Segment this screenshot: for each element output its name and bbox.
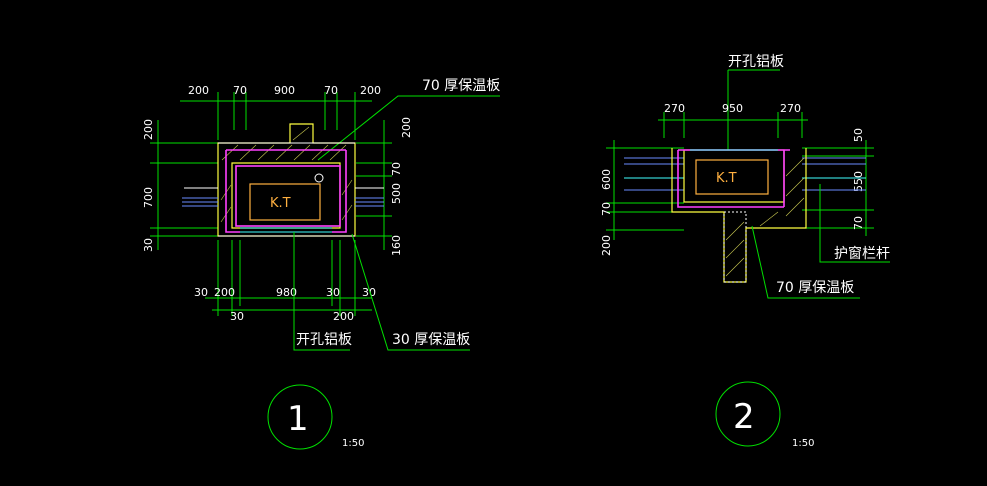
d1-bottom-dim-1: 30 [194, 286, 208, 299]
d2-left-dim-1: 600 [600, 169, 613, 190]
d2-note-70-insulation: 70 厚保温板 [776, 280, 854, 296]
detail-2-wall-outline [671, 148, 807, 283]
d1-note-70-insulation: 70 厚保温板 [422, 78, 500, 94]
detail-2-right-dimension-line [802, 140, 874, 236]
detail-2-left-dimension-line [606, 140, 684, 240]
detail-2: 开孔铝板 270 950 270 600 70 200 [600, 54, 890, 449]
detail-1-side-louvres [182, 187, 384, 207]
d1-note-30-insulation: 30 厚保温板 [392, 332, 470, 348]
d2-leader-rail [819, 184, 890, 263]
d1-bottom-dim-3: 980 [276, 286, 297, 299]
d2-detail-bubble [715, 381, 781, 447]
d2-leader-insulation [751, 225, 860, 299]
d1-right-dim-1: 200 [400, 117, 413, 138]
d2-scale: 1:50 [792, 438, 814, 449]
d1-top-dim-2: 70 [233, 84, 247, 97]
detail-1-insulation [225, 149, 347, 233]
d1-pipe-symbol [314, 173, 324, 183]
detail-2-top-dimension-line [658, 112, 808, 138]
d2-room-box [695, 159, 769, 195]
d1-right-dim-2: 70 [390, 162, 403, 176]
d1-right-dim-4: 160 [390, 235, 403, 256]
d1-top-dim-5: 200 [360, 84, 381, 97]
d1-left-dim-2: 700 [142, 187, 155, 208]
d2-top-dim-2: 950 [722, 102, 743, 115]
d2-top-dim-1: 270 [664, 102, 685, 115]
detail-1: 200 70 900 70 200 70 厚保温板 200 700 30 200 [142, 78, 500, 450]
d2-top-dim-3: 270 [780, 102, 801, 115]
d1-top-dim-1: 200 [188, 84, 209, 97]
d1-detail-number: 1 [287, 399, 309, 439]
d1-bottom-dim-2: 200 [214, 286, 235, 299]
d1-left-dim-1: 200 [142, 119, 155, 140]
d2-right-dim-2: 550 [852, 171, 865, 192]
d1-bottom-dim-row2-1: 30 [230, 310, 244, 323]
d1-leader-bottom-right [351, 233, 470, 351]
detail-1-bottom-dimension-line [205, 240, 372, 316]
d2-detail-number: 2 [733, 397, 755, 437]
d2-right-dim-1: 50 [852, 128, 865, 142]
d2-left-dim-3: 200 [600, 235, 613, 256]
d1-leader-bottom-left [293, 232, 350, 351]
d1-top-dim-4: 70 [324, 84, 338, 97]
d1-detail-bubble [267, 384, 333, 450]
detail-1-wall-outline [217, 123, 356, 237]
d2-left-dim-2: 70 [600, 202, 613, 216]
d2-room-label: K.T [716, 171, 737, 186]
d1-top-dim-3: 900 [274, 84, 295, 97]
d1-scale: 1:50 [342, 438, 364, 449]
d1-room-label: K.T [270, 196, 291, 211]
d1-left-dim-3: 30 [142, 238, 155, 252]
detail-1-right-dimension-line [356, 120, 392, 250]
d1-bottom-dim-5: 200 [333, 310, 354, 323]
detail-1-left-dimension-line [150, 120, 218, 250]
d1-note-perforated-aluminum: 开孔铝板 [296, 332, 352, 348]
d1-bottom-dim-6: 30 [362, 286, 376, 299]
d2-title-note: 开孔铝板 [728, 54, 784, 70]
detail-1-top-dimension-line [180, 92, 372, 140]
d2-note-window-rail: 护窗栏杆 [834, 245, 890, 262]
d1-leader-top [317, 95, 500, 161]
d1-bottom-dim-4: 30 [326, 286, 340, 299]
d2-right-dim-3: 70 [852, 216, 865, 230]
d1-right-dim-3: 500 [390, 183, 403, 204]
d1-room-box [249, 183, 321, 221]
detail-2-window-rails [624, 157, 866, 191]
detail-1-bottom-panel [218, 227, 355, 237]
